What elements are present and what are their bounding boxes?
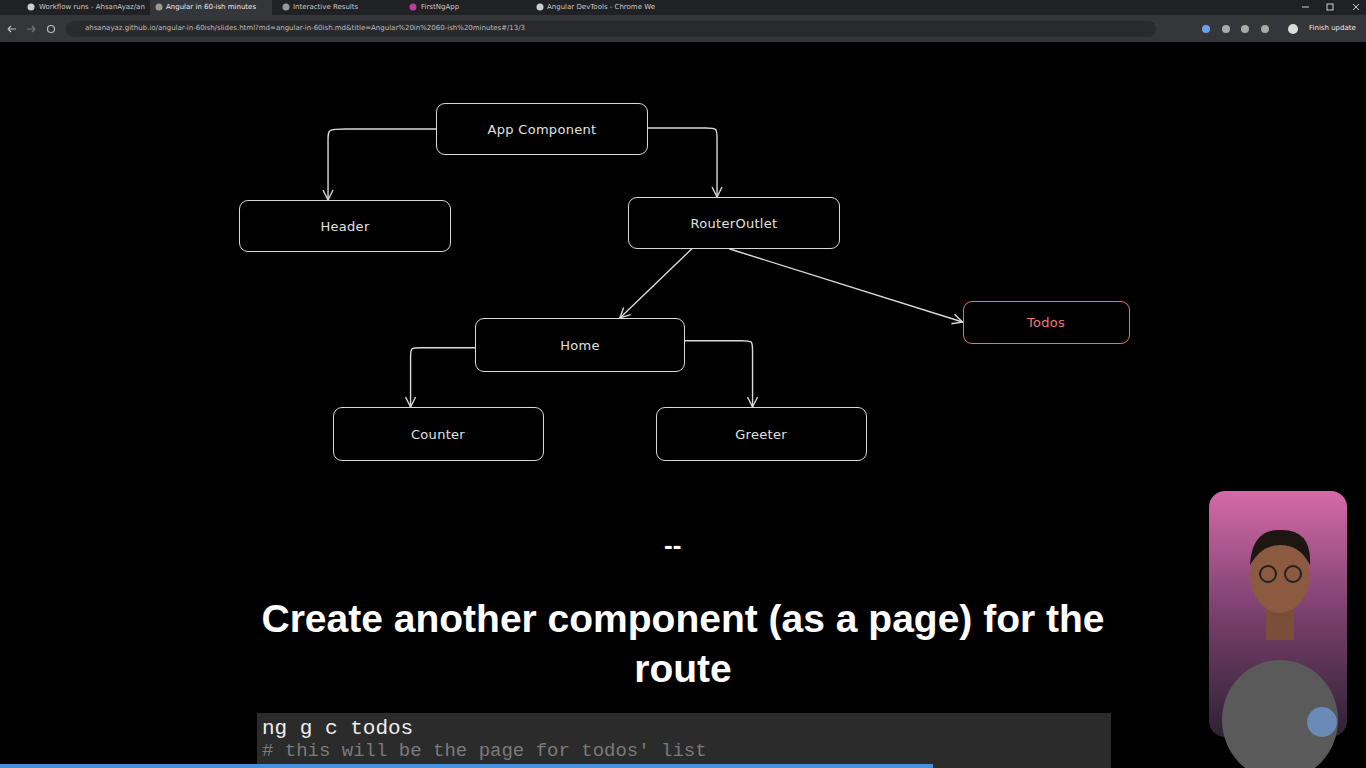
code-comment: # this will be the page for todos' list	[262, 740, 707, 762]
profile-icon	[1288, 24, 1298, 34]
component-name: Counter	[411, 427, 465, 442]
extension-icon	[1261, 25, 1269, 33]
component-name: Home	[560, 338, 600, 353]
arrow-connector	[328, 129, 436, 200]
webcam-person	[1250, 530, 1310, 565]
tab-title: Workflow runs - AhsanAyaz/an	[39, 3, 145, 11]
forward-icon	[27, 26, 35, 32]
tab-title: FirstNgApp	[421, 3, 459, 11]
tab-title: Interactive Results	[293, 3, 358, 11]
back-icon	[8, 26, 16, 32]
active-tab	[150, 0, 272, 15]
update-button: Finish update	[1309, 24, 1356, 32]
close-icon	[1353, 4, 1359, 10]
tab-title: FirstNgApp	[421, 3, 459, 11]
slide-separator: --	[664, 530, 681, 560]
maximize-icon	[1327, 4, 1333, 10]
webcam-person	[1260, 566, 1276, 582]
tab-icon	[156, 4, 163, 11]
arrow-connector	[620, 249, 692, 318]
tab-icon	[410, 4, 417, 11]
code-line: ng g c todos	[262, 717, 413, 741]
component-box: Greeter	[656, 407, 867, 461]
tab-icon	[28, 4, 35, 11]
update-button: Finish update	[1309, 24, 1356, 32]
tab-title: Angular DevTools - Chrome We	[547, 3, 655, 11]
component-name: Todos	[1027, 315, 1065, 330]
arrow-connector	[648, 128, 717, 197]
tab-title: Workflow runs - AhsanAyaz/an	[39, 3, 145, 11]
component-box: Header	[239, 200, 451, 252]
tab-title: Interactive Results	[293, 3, 358, 11]
tab-strip	[0, 0, 1366, 15]
component-name: Header	[320, 219, 369, 234]
component-name: RouterOutlet	[691, 216, 778, 231]
tab-icon	[283, 4, 290, 11]
arrow-connector	[730, 249, 963, 322]
reload-icon	[48, 26, 55, 33]
webcam-person	[1222, 660, 1338, 768]
tab-title: Angular DevTools - Chrome We	[547, 3, 655, 11]
extension-icon	[1222, 25, 1230, 33]
component-box: Counter	[333, 407, 544, 461]
code-block	[257, 713, 1111, 768]
extension-icon	[1241, 25, 1249, 33]
component-box: Home	[475, 318, 685, 372]
slide-separator: --	[664, 530, 681, 560]
arrow-connector	[685, 341, 753, 407]
tab-title: Angular in 60-ish minutes	[166, 3, 256, 11]
component-name: Greeter	[735, 427, 787, 442]
progress-bar	[0, 764, 933, 768]
address-url: ahsanayaz.github.io/angular-in-60ish/sli…	[85, 24, 525, 32]
webcam-person	[1285, 566, 1301, 582]
code-line: ng g c todos	[262, 717, 413, 740]
code-comment: # this will be the page for todos' list	[262, 740, 707, 762]
webcam-avatar	[1307, 707, 1337, 737]
toolbar	[0, 15, 1366, 42]
omnibox	[66, 21, 1156, 37]
component-box: RouterOutlet	[628, 197, 840, 249]
component-name: App Component	[488, 122, 597, 137]
slide-heading: Create another component (as a page) for…	[218, 594, 1148, 694]
component-box: Todos	[963, 301, 1130, 344]
arrow-connector	[411, 348, 475, 407]
address-url: ahsanayaz.github.io/angular-in-60ish/sli…	[85, 24, 525, 32]
tab-icon	[537, 4, 544, 11]
extension-icon	[1202, 25, 1210, 33]
minimize-icon	[1302, 7, 1309, 8]
tab-title: Angular in 60-ish minutes	[166, 3, 256, 11]
component-box: App Component	[436, 103, 648, 155]
